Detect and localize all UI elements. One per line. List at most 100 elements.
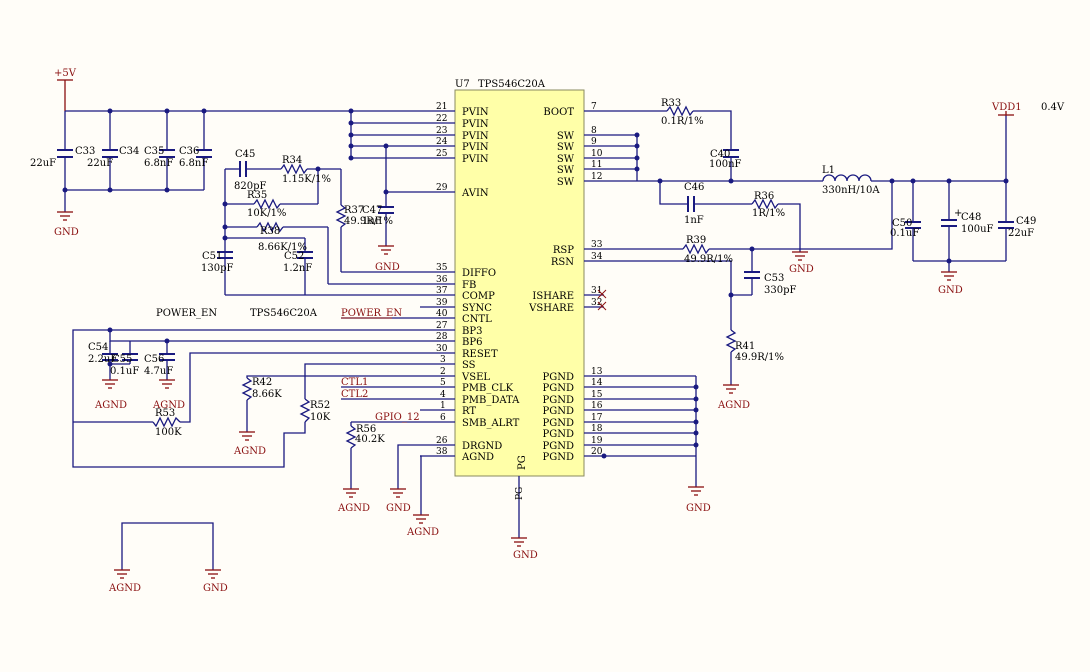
comp-caps <box>217 161 313 259</box>
pin-name: PVIN <box>462 107 489 118</box>
gnd-symbol <box>378 245 394 255</box>
pin-name: PVIN <box>462 131 489 142</box>
agnd-label: AGND <box>337 503 370 514</box>
c52-ref: C52 <box>284 251 304 262</box>
c45-value: 820pF <box>234 181 266 192</box>
r37-value: 49.9R/1% <box>344 216 393 227</box>
c33-value: 22uF <box>30 158 56 169</box>
c45-ref: C45 <box>235 149 255 160</box>
pin-number: 40 <box>436 309 448 319</box>
c49-ref: C49 <box>1016 216 1036 227</box>
pin-name: BOOT <box>543 107 574 118</box>
pin-name: PGND <box>543 418 574 429</box>
pin-name: PGND <box>543 441 574 452</box>
pin-name: SYNC <box>462 303 492 314</box>
output-wiring <box>620 105 1007 487</box>
r34-value: 1.15K/1% <box>282 174 331 185</box>
pin-number: 27 <box>436 321 448 331</box>
pin-number: 36 <box>436 275 448 285</box>
c56-ref: C56 <box>144 354 164 365</box>
pin-name: RSN <box>551 257 574 268</box>
gnd-label: GND <box>375 262 400 273</box>
gnd-symbol <box>688 486 704 496</box>
l1-value: 330nH/10A <box>822 185 880 196</box>
vin-junctions <box>62 108 389 195</box>
ic-body[interactable] <box>454 89 585 477</box>
pin-name: DIFFO <box>462 268 496 279</box>
pin-number: 30 <box>436 344 448 354</box>
c54-ref: C54 <box>88 342 108 353</box>
pin-name-pg: PG <box>517 455 528 470</box>
r37-ref: R37 <box>344 205 364 216</box>
c33-ref: C33 <box>75 146 95 157</box>
pin-number: 26 <box>436 436 448 446</box>
gnd-label: GND <box>513 550 538 561</box>
c40-value: 100nF <box>709 159 742 170</box>
agnd-label: AGND <box>233 446 266 457</box>
pin-name: BP3 <box>462 326 482 337</box>
pin-number: 19 <box>591 436 603 446</box>
agnd-symbol <box>413 514 429 524</box>
r33-ref: R33 <box>661 98 681 109</box>
pin-name: VSHARE <box>528 303 574 314</box>
pin-number: 8 <box>591 126 597 136</box>
right-pin-numbers: 7 8 9 10 11 12 33 34 31 32 13 14 15 16 1… <box>591 102 603 457</box>
pin-name: SMB_ALRT <box>462 418 520 429</box>
pin-number: 20 <box>591 447 603 457</box>
pin-name: SW <box>557 154 575 165</box>
pin-number: 34 <box>591 252 603 262</box>
c34-value: 22uF <box>87 158 113 169</box>
r42-ref: R42 <box>252 377 272 388</box>
c56-value: 4.7uF <box>144 366 173 377</box>
pin-number: 17 <box>591 413 603 423</box>
bias-junctions <box>107 327 170 367</box>
agnd-label: AGND <box>108 583 141 594</box>
gnd-symbol <box>57 211 73 221</box>
c50-value: 0.1uF <box>890 228 919 239</box>
pin-number: 9 <box>591 137 597 147</box>
no-connect-marks <box>597 289 607 311</box>
c46-value: 1nF <box>684 215 704 226</box>
comp-junctions <box>222 166 321 241</box>
gnd-label: GND <box>789 264 814 275</box>
gnd-label: GND <box>386 503 411 514</box>
pin-number: 37 <box>436 286 448 296</box>
pin-number: 29 <box>436 183 448 193</box>
gnd-label: GND <box>686 503 711 514</box>
pin-name: RSP <box>553 245 574 256</box>
pin-name: SW <box>557 142 575 153</box>
c47-value: 1uF <box>362 216 382 227</box>
pin-name: BP6 <box>462 337 482 348</box>
agnd-label: AGND <box>406 527 439 538</box>
r35-ref: R35 <box>247 190 267 201</box>
agnd-label: AGND <box>94 400 127 411</box>
pin-number: 11 <box>591 160 602 170</box>
output-junctions <box>601 132 1009 459</box>
pin-name: RT <box>462 406 476 417</box>
r56-ref: R56 <box>356 424 376 435</box>
c48-polarity: + <box>954 208 962 219</box>
r56-value: 40.2K <box>355 434 385 445</box>
c51-ref: C51 <box>202 251 222 262</box>
vin-caps <box>57 149 394 214</box>
c47-ref: C47 <box>362 205 382 216</box>
agnd-gnd-tie <box>114 522 221 579</box>
pin-number: 7 <box>591 102 597 112</box>
r52-value: 10K <box>310 412 331 423</box>
pin-number: 5 <box>440 378 446 388</box>
gnd-symbol <box>792 251 808 261</box>
pin-number: 18 <box>591 424 603 434</box>
pin-number: 10 <box>591 149 603 159</box>
ic-part-number: TPS546C20A <box>478 79 546 90</box>
pin-number: 16 <box>591 401 603 411</box>
r53-value: 100K <box>155 427 182 438</box>
right-pin-names: BOOT SW SW SW SW SW RSP RSN ISHARE VSHAR… <box>528 107 575 463</box>
left-pin-stubs <box>420 110 455 457</box>
pin-name: AVIN <box>461 188 489 199</box>
pin-name: SW <box>557 165 575 176</box>
r41-ref: R41 <box>735 341 755 352</box>
c53-ref: C53 <box>764 273 784 284</box>
pin-name: PMB_DATA <box>462 395 520 406</box>
pin-number: 33 <box>591 240 603 250</box>
